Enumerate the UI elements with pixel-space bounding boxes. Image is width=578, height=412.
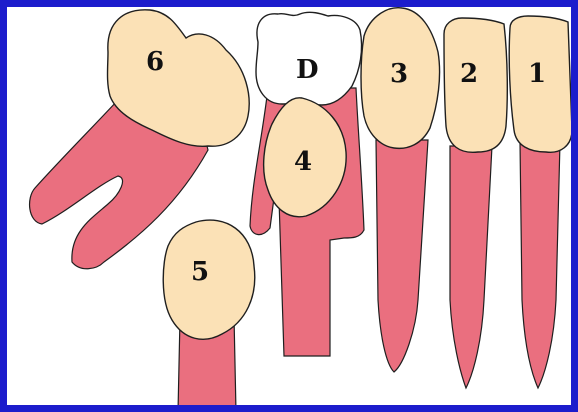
tooth-3-root bbox=[376, 140, 428, 372]
tooth-1: 1 bbox=[509, 16, 572, 388]
tooth-6-label: 6 bbox=[146, 47, 164, 77]
tooth-2-label: 2 bbox=[460, 59, 478, 89]
tooth-2-root bbox=[450, 146, 492, 388]
tooth-1-label: 1 bbox=[528, 59, 546, 89]
tooth-5: 5 bbox=[163, 220, 255, 412]
tooth-5-label: 5 bbox=[191, 257, 209, 287]
tooth-3-label: 3 bbox=[390, 59, 408, 89]
tooth-2: 2 bbox=[444, 18, 507, 388]
tooth-1-root bbox=[520, 142, 560, 388]
tooth-3: 3 bbox=[361, 8, 440, 372]
tooth-D-label: D bbox=[296, 55, 319, 85]
tooth-4-label: 4 bbox=[294, 147, 312, 177]
